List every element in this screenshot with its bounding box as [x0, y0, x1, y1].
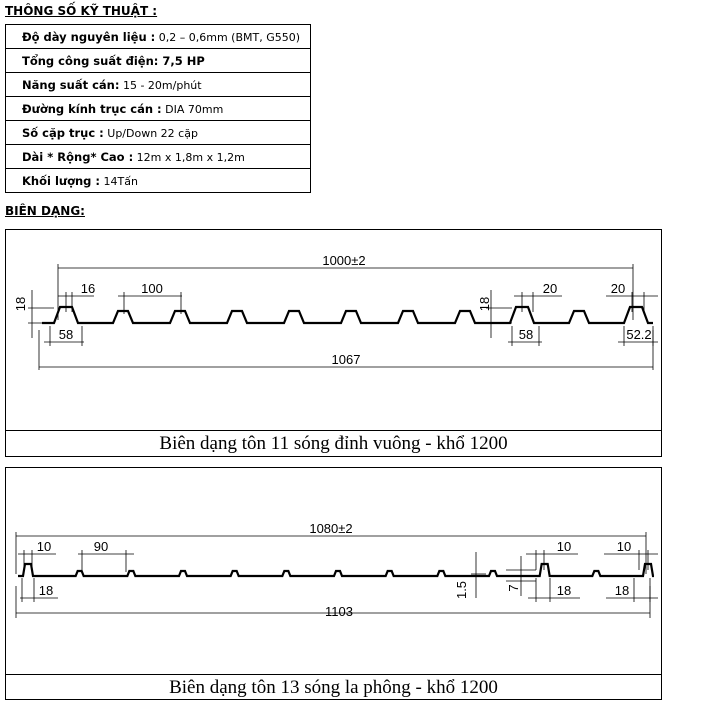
spec-cell: Khối lượng : 14Tấn [5, 168, 311, 193]
spec-cell: Dài * Rộng* Cao : 12m x 1,8m x 1,2m [5, 144, 311, 169]
spec-cell: Năng suất cán: 15 - 20m/phút [5, 72, 311, 97]
spec-row: Tổng công suất điện: 7,5 HP [5, 48, 311, 73]
dim-rib-top-mid-right: 20 [543, 281, 557, 296]
dim-rib-base-right: 18 [615, 583, 629, 598]
spec-label: Khối lượng : [22, 173, 100, 188]
spec-value: 0,2 – 0,6mm (BMT, G550) [155, 30, 301, 44]
dim-width-top: 1080±2 [309, 521, 352, 536]
spec-label: Dài * Rộng* Cao : [22, 149, 134, 164]
profile-line-1 [42, 305, 653, 325]
dim-rib-base-mid-right: 18 [557, 583, 571, 598]
spec-row: Năng suất cán: 15 - 20m/phút [5, 72, 311, 97]
dim-width-total: 1067 [332, 352, 361, 367]
profile-panel-2: 1080±2 1103 10 90 18 1.5 7 10 18 10 18 B… [5, 467, 662, 700]
spec-heading: THÔNG SỐ KỸ THUẬT : [5, 4, 158, 18]
dim-rib-base-left: 58 [59, 327, 73, 342]
dim-rib-top-mid-right: 10 [557, 539, 571, 554]
spec-value: 14Tấn [100, 174, 138, 188]
spec-value: 15 - 20m/phút [119, 78, 202, 92]
spec-row: Số cặp trục : Up/Down 22 cặp [5, 120, 311, 145]
spec-row: Khối lượng : 14Tấn [5, 168, 311, 193]
dim-rib-base-right: 58 [519, 327, 533, 342]
profile-line-2 [18, 562, 655, 578]
spec-label: Số cặp trục : [22, 125, 104, 140]
dim-rib-base-left: 18 [39, 583, 53, 598]
dim-rib-height-right: 18 [477, 297, 492, 311]
spec-cell: Số cặp trục : Up/Down 22 cặp [5, 120, 311, 145]
spec-cell: Độ dày nguyên liệu : 0,2 – 0,6mm (BMT, G… [5, 24, 311, 49]
spec-cell: Đường kính trục cán : DIA 70mm [5, 96, 311, 121]
dim-width-top: 1000±2 [322, 253, 365, 268]
profile-caption-2: Biên dạng tôn 13 sóng la phông - khổ 120… [6, 674, 661, 699]
spec-value: 12m x 1,8m x 1,2m [133, 150, 245, 164]
spec-row: Dài * Rộng* Cao : 12m x 1,8m x 1,2m [5, 144, 311, 169]
spec-label: Năng suất cán: [22, 77, 120, 92]
profile-drawing-1: 1000±2 1067 18 16 100 58 18 20 58 20 52.… [13, 253, 658, 370]
spec-row: Độ dày nguyên liệu : 0,2 – 0,6mm (BMT, G… [5, 24, 311, 49]
dim-edge-right: 52.2 [626, 327, 651, 342]
spec-value: DIA 70mm [161, 102, 224, 116]
dim-rib-top-right: 20 [611, 281, 625, 296]
spec-cell: Tổng công suất điện: 7,5 HP [5, 48, 311, 73]
dim-rib-top-left: 10 [37, 539, 51, 554]
dim-width-total: 1103 [325, 604, 353, 619]
profile-drawing-2: 1080±2 1103 10 90 18 1.5 7 10 18 10 18 [15, 521, 658, 619]
spec-value: 7,5 HP [158, 53, 205, 68]
spec-label: Đường kính trục cán : [22, 101, 162, 116]
dim-height-rib: 7 [506, 584, 521, 591]
spec-label: Độ dày nguyên liệu : [22, 29, 156, 44]
dim-height-small: 1.5 [454, 581, 469, 599]
profile-caption-1: Biên dạng tôn 11 sóng đỉnh vuông - khổ 1… [6, 430, 661, 456]
dim-rib-top-left: 16 [81, 281, 95, 296]
dim-pitch: 100 [141, 281, 163, 296]
spec-value: Up/Down 22 cặp [103, 126, 198, 140]
spec-row: Đường kính trục cán : DIA 70mm [5, 96, 311, 121]
dim-rib-height-left: 18 [13, 297, 28, 311]
profile-heading: BIÊN DẠNG: [5, 204, 85, 218]
dim-rib-top-right: 10 [617, 539, 631, 554]
profile-panel-1: 1000±2 1067 18 16 100 58 18 20 58 20 52.… [5, 229, 662, 457]
dim-pitch: 90 [94, 539, 108, 554]
spec-label: Tổng công suất điện: [22, 53, 159, 68]
spec-table: Độ dày nguyên liệu : 0,2 – 0,6mm (BMT, G… [5, 24, 311, 193]
